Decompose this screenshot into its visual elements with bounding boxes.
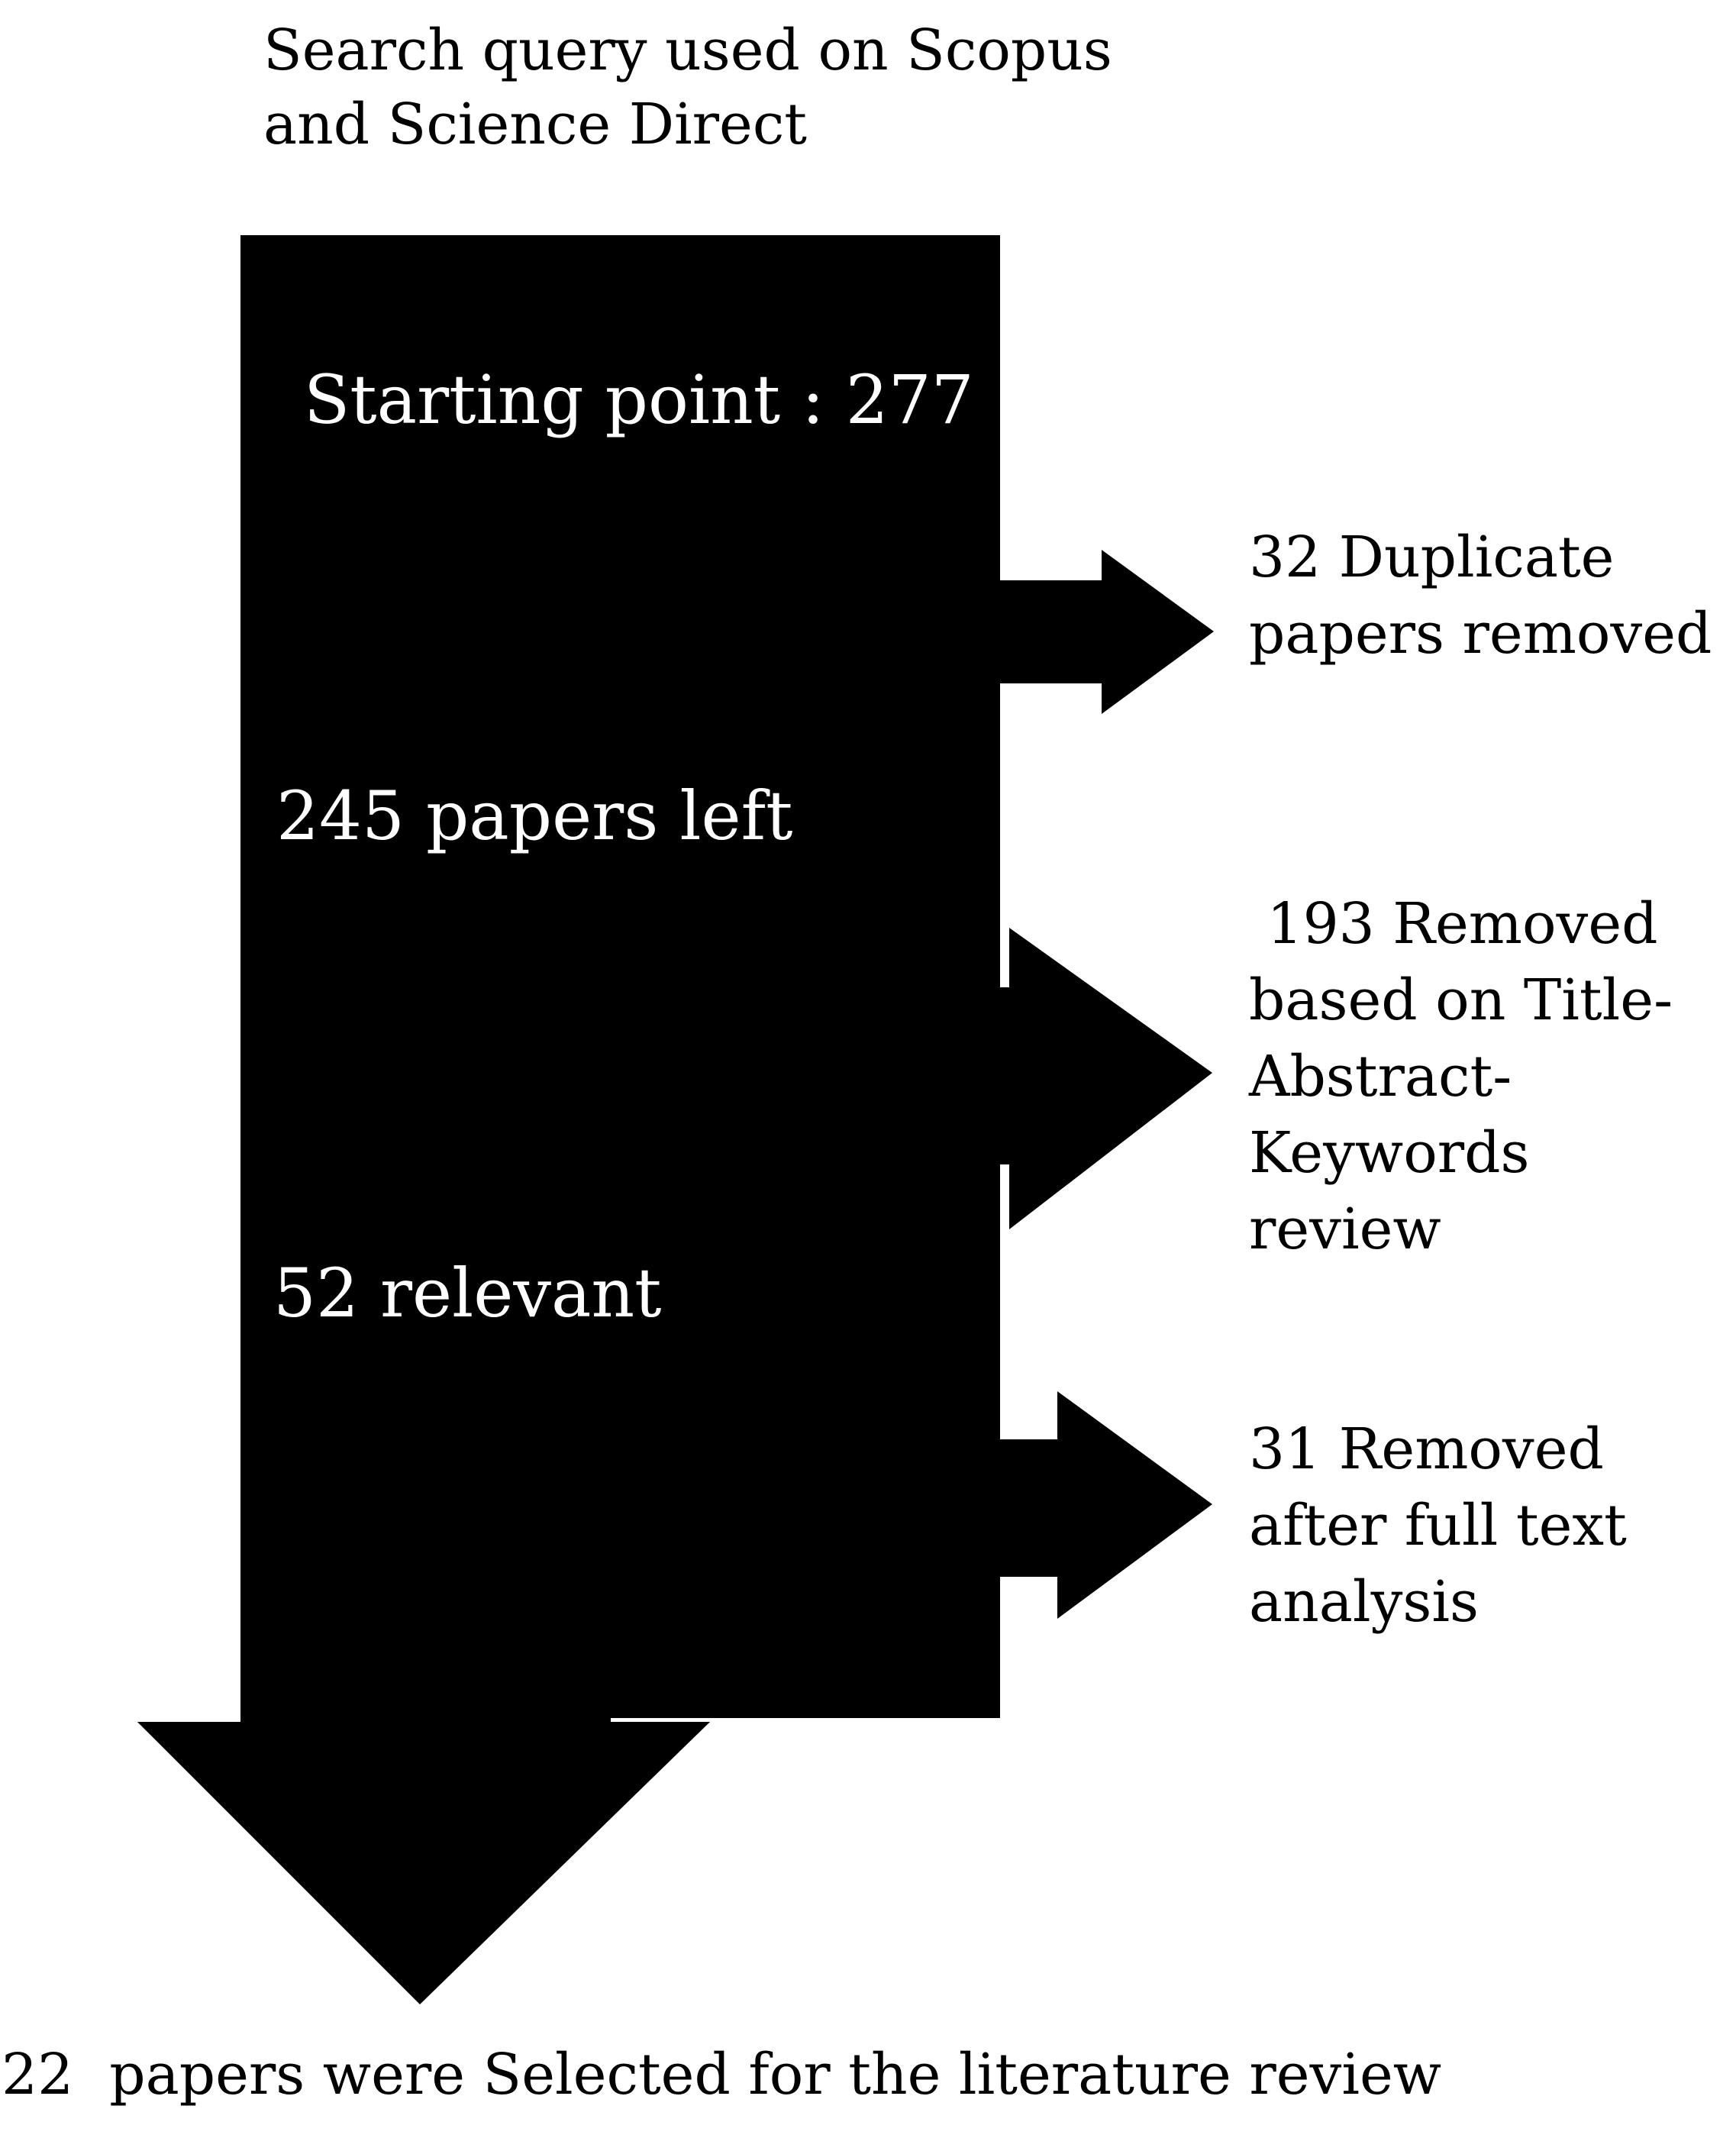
tak-line-4: Keywords (1249, 1120, 1530, 1186)
header-line-1: Search query used on Scopus (263, 18, 1112, 83)
starting-point-label: Starting point : 277 (304, 360, 974, 439)
tak-line-5: review (1249, 1197, 1441, 1262)
title-abstract-removed-label: 193 Removed based on Title- Abstract- Ke… (1249, 886, 1673, 1268)
title-abstract-branch-arrow (748, 928, 1212, 1229)
papers-left-label: 245 papers left (276, 777, 793, 855)
tak-line-3: Abstract- (1249, 1044, 1512, 1109)
duplicates-removed-label: 32 Duplicate papers removed (1249, 519, 1712, 672)
search-query-header: Search query used on Scopus and Science … (263, 14, 1112, 162)
tak-line-2: based on Title- (1249, 967, 1673, 1033)
tak-line-1: 193 Removed (1249, 891, 1658, 957)
relevant-papers-label: 52 relevant (273, 1254, 662, 1332)
duplicates-line-2: papers removed (1249, 601, 1712, 667)
main-flow-body (137, 235, 1000, 2004)
final-selection-label: 22 papers were Selected for the literatu… (2, 2042, 1442, 2107)
full-text-removed-label: 31 Removed after full text analysis (1249, 1411, 1627, 1640)
full-text-line-3: analysis (1249, 1569, 1479, 1635)
header-line-2: and Science Direct (263, 92, 808, 157)
full-text-line-2: after full text (1249, 1493, 1627, 1558)
duplicates-branch-arrow (886, 550, 1214, 714)
full-text-line-1: 31 Removed (1249, 1416, 1604, 1482)
full-text-branch-arrow (611, 1391, 1212, 1619)
duplicates-line-1: 32 Duplicate (1249, 525, 1615, 590)
